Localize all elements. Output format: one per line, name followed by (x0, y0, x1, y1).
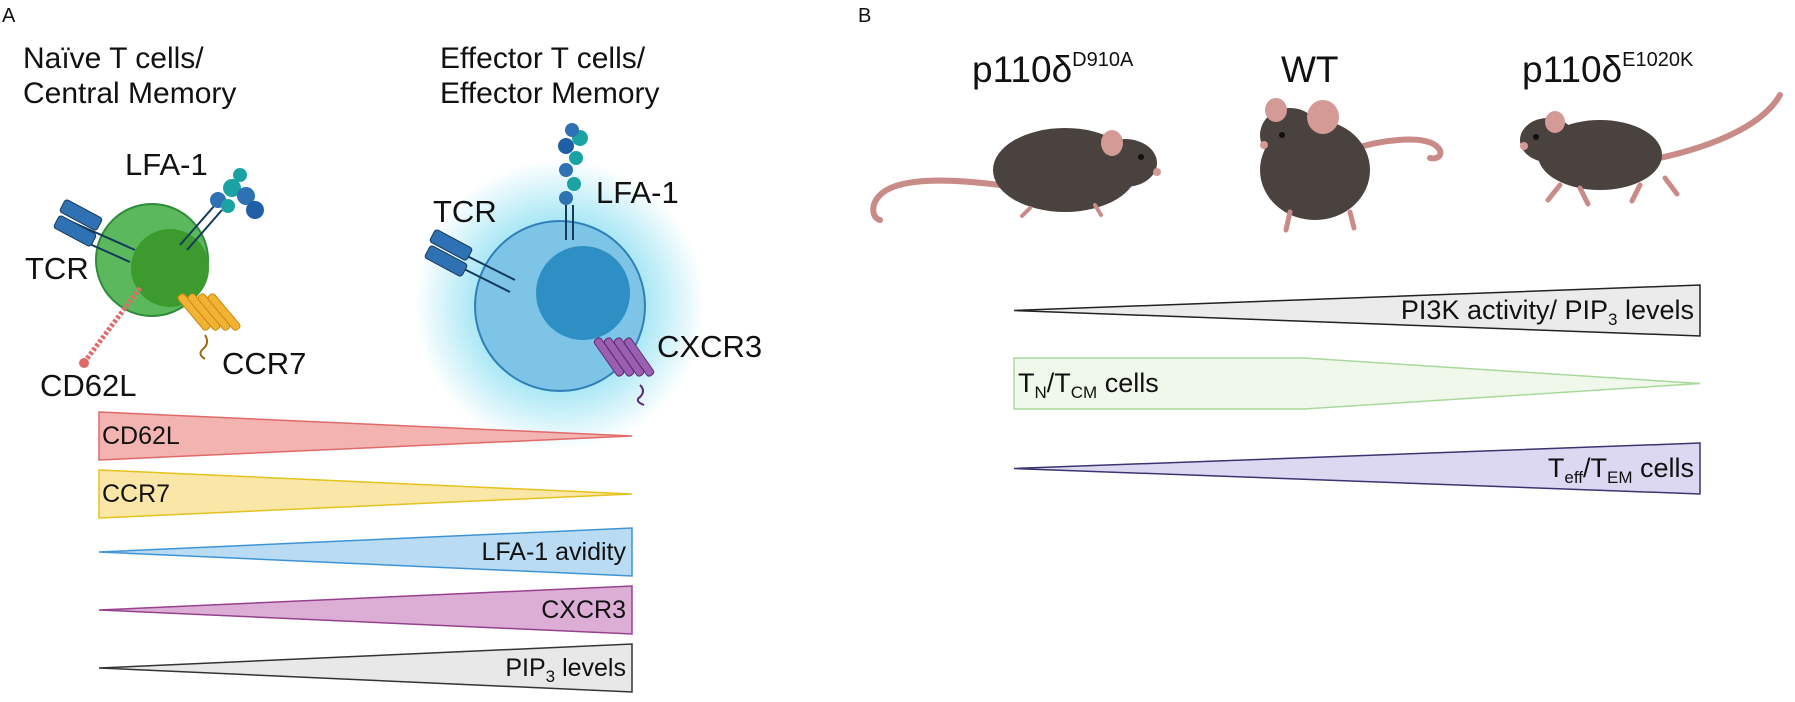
mouse-label-d910a: p110δD910A (972, 49, 1134, 90)
gradient-label-4-suffix: levels (555, 654, 626, 682)
gradient-label-1-text: CCR7 (102, 480, 170, 508)
b-gradient-label-2-part3: cells (1632, 453, 1694, 483)
effector-cxcr3-label: CXCR3 (657, 329, 762, 364)
naive-cell-nucleus (131, 229, 209, 307)
gradient-label-3-text: CXCR3 (541, 596, 626, 624)
panel-a: A Naïve T cells/ Central Memory Effector… (2, 5, 762, 693)
naive-title-line1: Naïve T cells/ (23, 42, 204, 75)
b-gradient-wedge-0 (1013, 284, 1701, 337)
b-gradient-label-2-part1: T (1548, 453, 1565, 483)
b-gradient-label-1: TN/TCM cells (1018, 368, 1159, 402)
effector-cell-nucleus (536, 246, 630, 340)
naive-ccr7-icon (177, 293, 241, 360)
gradient-wedge-4 (98, 643, 633, 693)
gradient-label-0: CD62L (102, 422, 180, 450)
mouse-wt-icon (1260, 98, 1444, 233)
naive-cd62l-label: CD62L (40, 368, 137, 403)
gradient-wedge-1 (98, 469, 633, 519)
b-gradient-label-0-part2: levels (1617, 295, 1694, 325)
effector-lfa1-icon (558, 123, 588, 240)
mouse-label-e1020k-sup: E1020K (1622, 49, 1694, 71)
effector-tcr-label: TCR (433, 194, 497, 229)
naive-tcr-label: TCR (25, 251, 89, 286)
gradient-label-2-text: LFA-1 avidity (481, 538, 626, 566)
panel-b-letter: B (858, 5, 871, 27)
b-gradient-label-1-part1: T (1018, 368, 1035, 398)
gradient-label-4-text: PIP (505, 654, 545, 682)
naive-lfa1-label: LFA-1 (125, 147, 208, 182)
b-gradient-wedge-1 (1013, 357, 1701, 410)
effector-tcr-icon (424, 229, 516, 293)
b-gradient-wedge-2 (1013, 442, 1701, 495)
panel-a-letter: A (2, 5, 16, 27)
gradient-label-1: CCR7 (102, 480, 170, 508)
effector-title-line2: Effector Memory (440, 77, 660, 110)
mouse-e1020k-icon (1520, 92, 1783, 207)
b-gradient-label-0-part1: PI3K activity/ PIP (1401, 295, 1608, 325)
panel-b: B p110δD910A WT p110δE1020K (858, 5, 1783, 495)
mouse-label-d910a-base: p110δ (972, 49, 1072, 90)
b-gradient-label-1-part3: cells (1097, 368, 1159, 398)
b-gradient-label-1-part2: /T (1047, 368, 1071, 398)
mouse-label-wt: WT (1281, 49, 1339, 90)
b-gradient-label-2: Teff/TEM cells (1548, 453, 1694, 487)
gradient-label-0-text: CD62L (102, 422, 180, 450)
effector-lfa1-label: LFA-1 (596, 175, 679, 210)
gradient-wedge-3 (98, 585, 633, 635)
naive-ccr7-label: CCR7 (222, 346, 306, 381)
naive-t-cell (53, 168, 264, 368)
gradient-label-4-sub: 3 (546, 667, 555, 686)
naive-lfa1-icon (179, 168, 264, 251)
b-gradient-label-1-sub2: CM (1071, 383, 1097, 402)
gradient-wedge-0 (98, 411, 633, 461)
b-gradient-label-0: PI3K activity/ PIP3 levels (1401, 295, 1694, 329)
b-gradient-label-2-sub2: EM (1607, 468, 1633, 487)
b-gradient-label-1-sub1: N (1035, 383, 1047, 402)
b-gradient-label-2-part2: /T (1583, 453, 1607, 483)
naive-tcr-icon (53, 199, 136, 263)
mouse-label-d910a-sup: D910A (1072, 49, 1134, 71)
gradient-label-2: LFA-1 avidity (481, 538, 626, 566)
gradient-wedge-2 (98, 527, 633, 577)
effector-t-cell (415, 123, 705, 450)
b-gradient-label-0-sub: 3 (1608, 310, 1617, 329)
gradient-label-4: PIP3 levels (505, 654, 626, 686)
gradient-label-3: CXCR3 (541, 596, 626, 624)
effector-cxcr3-icon (593, 337, 655, 406)
mouse-label-e1020k: p110δE1020K (1522, 49, 1694, 90)
mouse-label-e1020k-base: p110δ (1522, 49, 1622, 90)
mouse-d910a-icon (870, 128, 1161, 223)
naive-cd62l-icon (79, 286, 142, 368)
naive-title-line2: Central Memory (23, 77, 236, 110)
b-gradient-label-2-sub1: eff (1564, 468, 1583, 487)
effector-title-line1: Effector T cells/ (440, 42, 646, 75)
